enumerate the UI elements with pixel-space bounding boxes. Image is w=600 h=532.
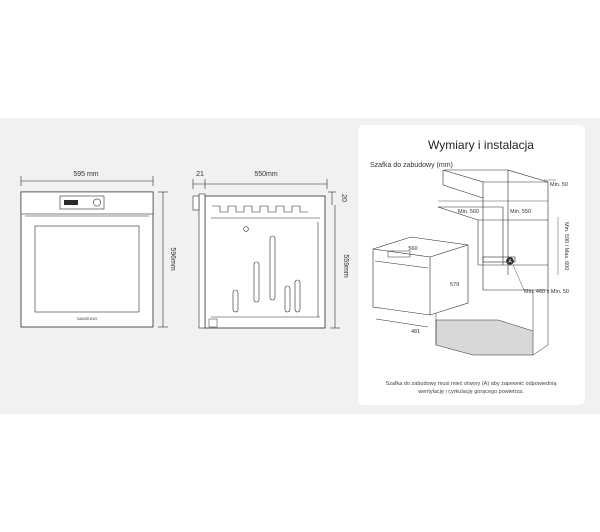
oven-depth-label: 481 [411,329,420,335]
control-knob-icon [93,198,101,207]
min550-label: Min. 550 [510,209,531,215]
oven-width-label: 560 [408,246,417,252]
top-gap-label: 20 [340,194,347,202]
min590-label: Min. 590 / Max. 600 [563,222,569,270]
oven-side-body [204,195,326,329]
side-depth-label: 550mm [254,171,278,178]
oven-height-label: 579 [450,282,459,288]
cabinet-plinth [435,319,534,356]
install-note-line1: Szafka do zabudowy musi mieć otwory (A) … [386,381,558,387]
side-height-label: 559mm [342,254,349,278]
vent-marker [506,257,514,265]
oven-window [34,225,140,313]
installation-diagram: Wymiary i instalacja Szafka do zabudowy … [370,138,569,395]
control-display [59,195,105,210]
install-title: Wymiary i instalacja [428,138,534,152]
min460-label: Min. 460 x Min. 50 [524,289,569,295]
min50-top-label: Min. 50 [550,182,568,188]
display-screen [64,200,78,205]
front-width-label: 595 mm [73,171,98,178]
door-thickness-label: 21 [196,171,204,178]
oven-3d [372,236,469,328]
top-vent [212,205,308,213]
installation-panel: Wymiary i instalacja Szafka do zabudowy … [358,125,585,405]
door-handle-side [192,195,200,211]
vent-opening [482,256,516,263]
front-height-label: 596mm [169,247,176,271]
vent-marker-label: A [508,259,512,265]
brand-logo: SAMSUNG [77,316,97,321]
oven-control-panel [20,191,154,215]
oven-door-side [198,193,206,329]
install-subtitle: Szafka do zabudowy (mm) [370,162,453,169]
cabinet [435,169,549,356]
install-note-line2: wentylację i cyrkulację gorącego powietr… [417,389,524,395]
min560-label: Min. 560 [458,209,479,215]
